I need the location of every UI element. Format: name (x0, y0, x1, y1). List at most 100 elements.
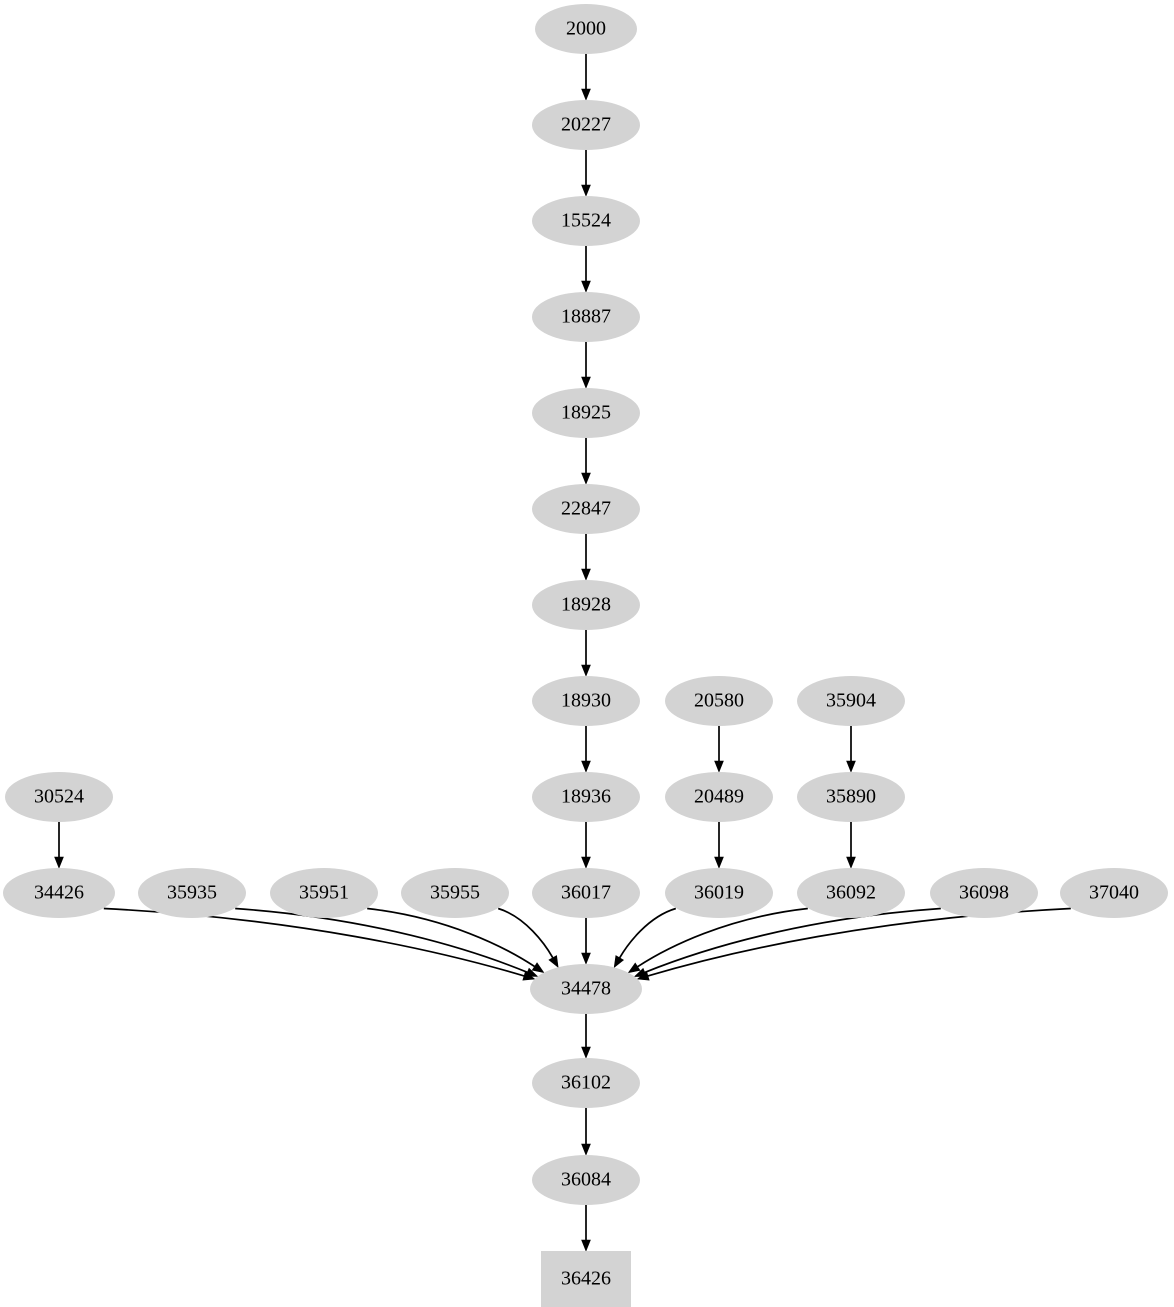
node-label: 36426 (561, 1268, 611, 1290)
graph-node[interactable]: 20580 (665, 676, 773, 726)
graph-node[interactable]: 30524 (5, 772, 113, 822)
node-ellipse-shape[interactable] (532, 196, 640, 246)
node-label: 34426 (34, 882, 84, 904)
graph-node[interactable]: 18930 (532, 676, 640, 726)
graph-edge (54, 822, 64, 869)
graph-edge (581, 822, 591, 869)
node-label: 36019 (694, 882, 744, 904)
graph-node[interactable]: 36092 (797, 868, 905, 918)
graph-node[interactable]: 36098 (930, 868, 1038, 918)
edge-arrowhead (548, 955, 559, 969)
node-ellipse-shape[interactable] (401, 868, 509, 918)
graph-node[interactable]: 36102 (532, 1058, 640, 1108)
graph-edge (627, 907, 808, 974)
edge-arrowhead (846, 760, 856, 773)
graph-edge (581, 1108, 591, 1156)
edge-arrowhead (636, 971, 650, 981)
edge-line (103, 907, 525, 977)
node-label: 36092 (826, 882, 876, 904)
node-label: 35951 (299, 882, 349, 904)
graph-node[interactable]: 34426 (3, 868, 115, 918)
node-ellipse-shape[interactable] (532, 868, 640, 918)
graph-node[interactable]: 35935 (138, 868, 246, 918)
edge-arrowhead (627, 962, 641, 974)
node-ellipse-shape[interactable] (930, 868, 1038, 918)
node-label: 34478 (561, 978, 611, 1000)
node-ellipse-shape[interactable] (532, 292, 640, 342)
graph-edge (497, 907, 559, 969)
node-ellipse-shape[interactable] (532, 772, 640, 822)
node-ellipse-shape[interactable] (797, 772, 905, 822)
graph-node[interactable]: 22847 (532, 484, 640, 534)
node-label: 36102 (561, 1072, 611, 1094)
graph-node[interactable]: 35890 (797, 772, 905, 822)
graph-edge (581, 534, 591, 581)
graph-node[interactable]: 2000 (535, 4, 637, 54)
graph-node[interactable]: 36017 (532, 868, 640, 918)
edge-arrowhead (581, 184, 591, 197)
edge-arrowhead (581, 568, 591, 581)
node-label: 30524 (34, 786, 84, 808)
node-ellipse-shape[interactable] (532, 388, 640, 438)
node-ellipse-shape[interactable] (665, 772, 773, 822)
edge-arrowhead (581, 952, 591, 965)
edge-line (647, 907, 1071, 977)
node-ellipse-shape[interactable] (797, 676, 905, 726)
node-box-shape[interactable] (541, 1251, 631, 1307)
edge-line (644, 907, 941, 974)
node-label: 20489 (694, 786, 744, 808)
node-ellipse-shape[interactable] (532, 100, 640, 150)
graph-node[interactable]: 36426 (541, 1251, 631, 1307)
node-ellipse-shape[interactable] (532, 1155, 640, 1205)
edge-arrowhead (581, 1046, 591, 1059)
graph-node[interactable]: 20227 (532, 100, 640, 150)
node-ellipse-shape[interactable] (138, 868, 246, 918)
node-ellipse-shape[interactable] (532, 484, 640, 534)
graph-node[interactable]: 20489 (665, 772, 773, 822)
node-ellipse-shape[interactable] (665, 676, 773, 726)
node-label: 18928 (561, 594, 611, 616)
graph-node[interactable]: 36019 (665, 868, 773, 918)
node-ellipse-shape[interactable] (535, 4, 637, 54)
node-ellipse-shape[interactable] (270, 868, 378, 918)
graph-edge (636, 907, 1071, 981)
graph-edge (581, 918, 591, 965)
node-ellipse-shape[interactable] (3, 868, 115, 918)
graph-node[interactable]: 18887 (532, 292, 640, 342)
edge-line (235, 907, 528, 974)
graph-node[interactable]: 37040 (1060, 868, 1168, 918)
node-label: 36098 (959, 882, 1009, 904)
graph-node[interactable]: 18936 (532, 772, 640, 822)
edge-line (637, 907, 808, 968)
node-ellipse-shape[interactable] (5, 772, 113, 822)
node-ellipse-shape[interactable] (530, 964, 642, 1014)
node-label: 36017 (561, 882, 611, 904)
graph-node[interactable]: 15524 (532, 196, 640, 246)
graph-edge (235, 907, 539, 977)
edge-line (367, 907, 536, 968)
node-ellipse-shape[interactable] (1060, 868, 1168, 918)
graph-edge (367, 907, 545, 974)
node-ellipse-shape[interactable] (665, 868, 773, 918)
node-ellipse-shape[interactable] (532, 580, 640, 630)
graph-node[interactable]: 35904 (797, 676, 905, 726)
node-label: 18925 (561, 402, 611, 424)
graph-edge (581, 54, 591, 101)
graph-edge (581, 1205, 591, 1252)
graph-node[interactable]: 34478 (530, 964, 642, 1014)
edge-arrowhead (846, 856, 856, 869)
graph-node[interactable]: 35951 (270, 868, 378, 918)
graph-node[interactable]: 35955 (401, 868, 509, 918)
node-ellipse-shape[interactable] (532, 676, 640, 726)
graph-edge (613, 907, 677, 969)
node-ellipse-shape[interactable] (532, 1058, 640, 1108)
graph-node[interactable]: 36084 (532, 1155, 640, 1205)
node-label: 20227 (561, 114, 611, 136)
graph-edge (846, 822, 856, 869)
graph-node[interactable]: 18925 (532, 388, 640, 438)
graph-edge (103, 907, 536, 981)
node-ellipse-shape[interactable] (797, 868, 905, 918)
graph-node[interactable]: 18928 (532, 580, 640, 630)
